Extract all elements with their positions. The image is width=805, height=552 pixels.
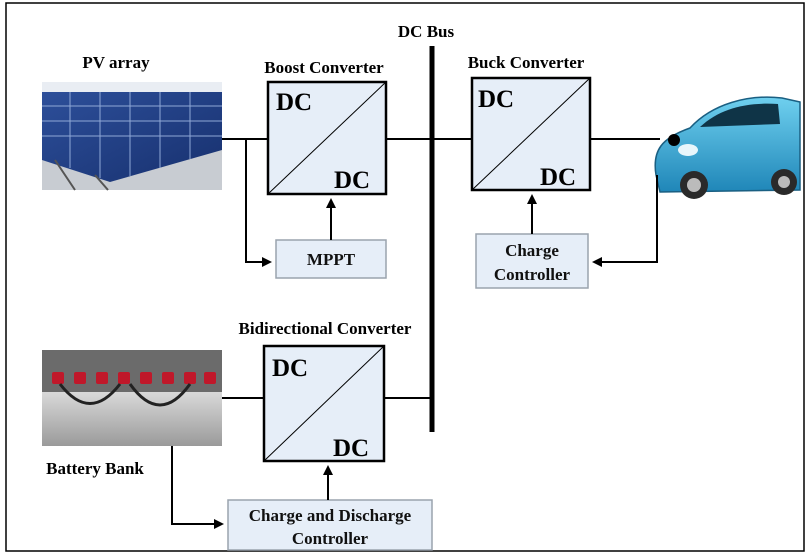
bidirectional-converter-out-label: DC [333, 435, 369, 462]
buck-converter-in-label: DC [478, 86, 514, 113]
boost-converter-in-label: DC [276, 89, 312, 116]
charge-discharge-controller-line2: Controller [292, 529, 369, 548]
buck-converter-out-label: DC [540, 164, 576, 191]
pv-array-image [42, 82, 222, 190]
charge-controller-line2: Controller [494, 265, 571, 284]
bidirectional-converter-in-label: DC [272, 355, 308, 382]
pv-array-label: PV array [82, 53, 150, 72]
electric-car-image [655, 97, 800, 199]
charge-discharge-controller-line1: Charge and Discharge [249, 506, 412, 525]
pv-to-mppt-wire [246, 139, 270, 262]
bidirectional-converter-label: Bidirectional Converter [239, 319, 412, 338]
battery-bank-label: Battery Bank [46, 459, 144, 478]
charge-controller-line1: Charge [505, 241, 559, 260]
dc-bus-label: DC Bus [398, 22, 455, 41]
boost-converter-label: Boost Converter [264, 58, 384, 77]
battery-to-cd-controller-wire [172, 446, 222, 524]
boost-converter-out-label: DC [334, 167, 370, 194]
battery-bank-image [42, 350, 222, 446]
buck-converter-label: Buck Converter [468, 53, 585, 72]
car-to-charge-controller-wire [594, 175, 657, 262]
mppt-label: MPPT [307, 250, 356, 269]
